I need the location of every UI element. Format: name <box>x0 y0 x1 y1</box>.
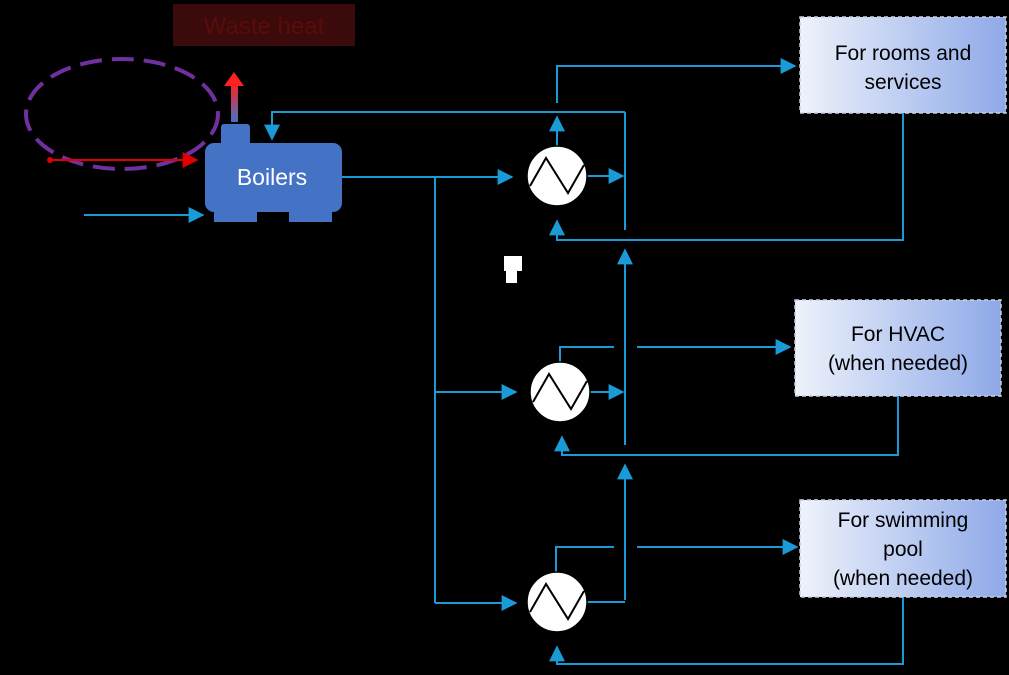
heat-exchanger-icon <box>529 361 591 423</box>
exchanger-2-circuit <box>554 248 899 456</box>
small-marker-glyph <box>504 256 522 283</box>
heat-exchanger-icon <box>526 571 588 633</box>
exchanger-1-circuit <box>549 58 904 241</box>
consumer-box-hvac: For HVAC (when needed) <box>794 299 1002 397</box>
consumer-hvac-line-2: (when needed) <box>828 352 968 375</box>
return-main-line <box>264 111 625 141</box>
boilers-label: Boilers <box>237 164 307 190</box>
boiler-unit: Boilers <box>205 124 342 222</box>
consumer-pool-line-2: pool <box>883 538 923 561</box>
consumer-rooms-line-1: For rooms and <box>835 42 972 65</box>
consumer-box-pool: For swimming pool (when needed) <box>799 499 1007 598</box>
heat-exchanger-icon <box>526 145 588 207</box>
supply-header <box>342 169 518 611</box>
waste-heat-label-box: Waste heat <box>173 4 355 46</box>
exchanger-3-circuit <box>549 463 904 665</box>
consumer-hvac-line-1: For HVAC <box>851 323 945 346</box>
consumer-pool-line-1: For swimming <box>838 509 969 532</box>
loss-loop-ellipse <box>24 57 220 171</box>
waste-heat-label: Waste heat <box>204 13 325 40</box>
fuel-input-arrow <box>47 152 199 168</box>
consumer-pool-line-3: (when needed) <box>833 567 973 590</box>
consumer-rooms-line-2: services <box>864 71 941 94</box>
exhaust-arrow-icon <box>224 72 244 122</box>
consumer-box-rooms: For rooms and services <box>799 16 1007 114</box>
